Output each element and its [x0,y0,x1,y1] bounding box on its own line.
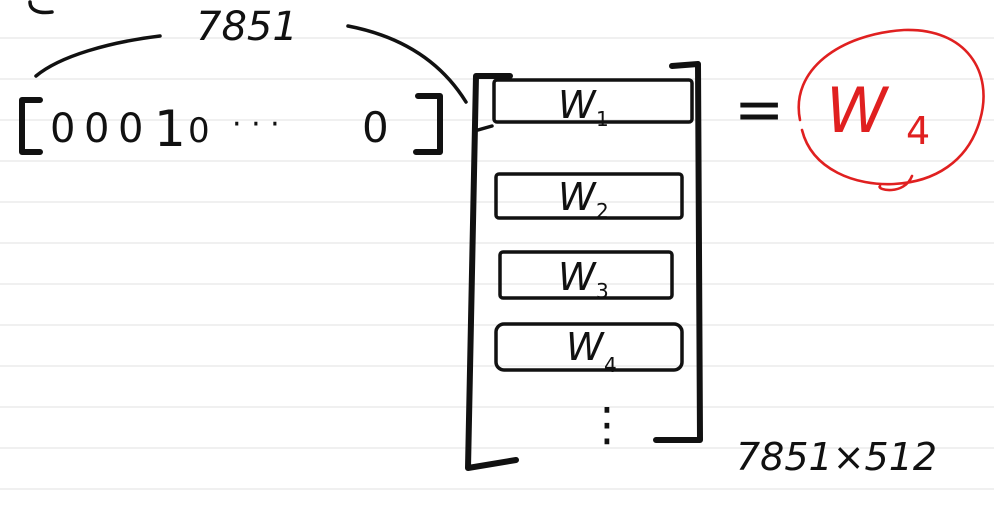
vocab-size-label: 7851 [196,4,298,50]
result-letter: W [826,74,890,147]
row-2-sub: 2 [596,199,609,223]
vector-bit-one: 1 [154,100,186,158]
vector-brace-left [34,34,162,78]
row-1-letter: W [558,83,597,127]
row-4-sub: 4 [604,353,617,377]
one-hot-vector: 0 0 0 1 0 · · · 0 [50,100,389,158]
vector-ellipsis: · · · [232,107,280,142]
vector-bit: 0 [84,106,109,152]
matrix-bracket-left [465,73,519,471]
matrix-row-4 [494,322,684,372]
matrix-row-1 [492,78,694,124]
row-4-letter: W [566,325,605,369]
row-1-sub: 1 [596,107,609,131]
row-1-divider [476,124,494,132]
matrix-row-2 [494,172,684,220]
matrix-size-label: 7851×512 [736,435,937,479]
equals-sign: = [734,75,784,145]
vector-bracket-left [19,97,43,155]
matrix-vertical-dots: ⋮ [584,397,630,451]
row-2-letter: W [558,175,597,219]
vector-brace-right [346,24,468,104]
result-sub: 4 [906,109,930,153]
row-3-sub: 3 [596,279,609,303]
corner-stroke [28,0,54,15]
row-3-letter: W [558,255,597,299]
vector-bit: 0 [50,106,75,152]
vector-bracket-right [413,93,443,155]
matrix-bracket-right [653,61,703,443]
result-highlight: W 4 [797,28,985,192]
vector-bit: 0 [118,106,143,152]
result-circle [797,28,985,192]
vector-bit: 0 [188,111,210,151]
vector-last-bit: 0 [362,103,389,152]
matrix-row-3 [498,250,674,300]
